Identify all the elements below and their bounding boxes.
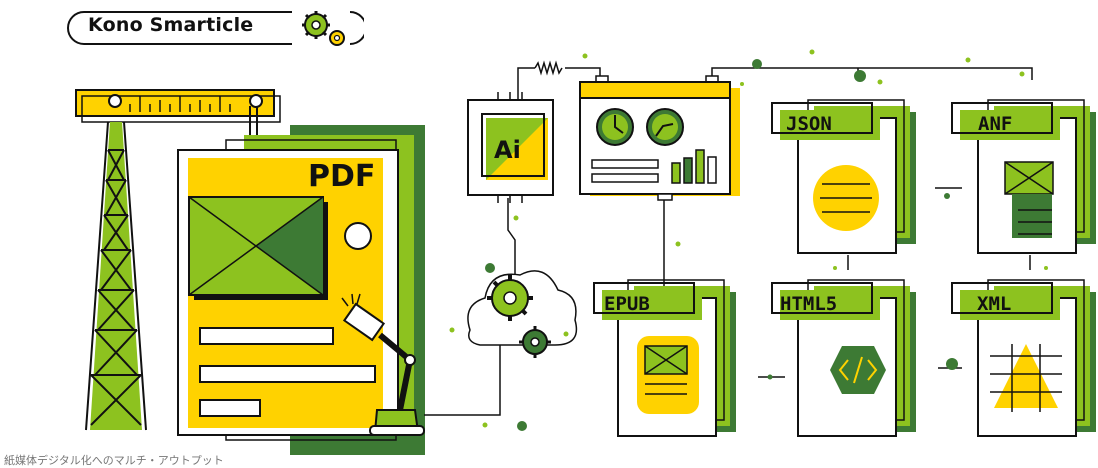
scanner-arm <box>341 293 425 436</box>
output-anf: ANF <box>951 99 1096 254</box>
bar-chart-icon <box>671 149 717 184</box>
crane-tower <box>75 89 281 431</box>
cloud-gears <box>467 270 578 358</box>
xml-label: XML <box>977 293 1011 315</box>
decorative-dots <box>449 49 1048 431</box>
output-xml: XML <box>951 279 1096 437</box>
code-icon <box>838 356 878 384</box>
dashboard-panel <box>579 75 740 201</box>
output-epub: EPUB <box>593 279 736 437</box>
output-html5: HTML5 <box>771 279 916 437</box>
pdf-label: PDF <box>308 159 375 194</box>
brand-name: Kono Smarticle <box>88 14 254 36</box>
html5-label: HTML5 <box>780 293 837 315</box>
ai-chip: Ai <box>467 92 554 203</box>
gears-icon <box>302 11 345 46</box>
caption: 紙媒体デジタル化へのマルチ・アウトプット <box>4 454 224 467</box>
json-label: JSON <box>786 113 832 135</box>
pdf-document: PDF <box>177 125 425 455</box>
epub-label: EPUB <box>604 293 650 315</box>
ai-label: Ai <box>494 136 521 164</box>
anf-label: ANF <box>978 113 1012 135</box>
output-json: JSON <box>771 99 916 254</box>
brand-pill <box>67 11 364 46</box>
resistor-icon <box>534 60 563 76</box>
